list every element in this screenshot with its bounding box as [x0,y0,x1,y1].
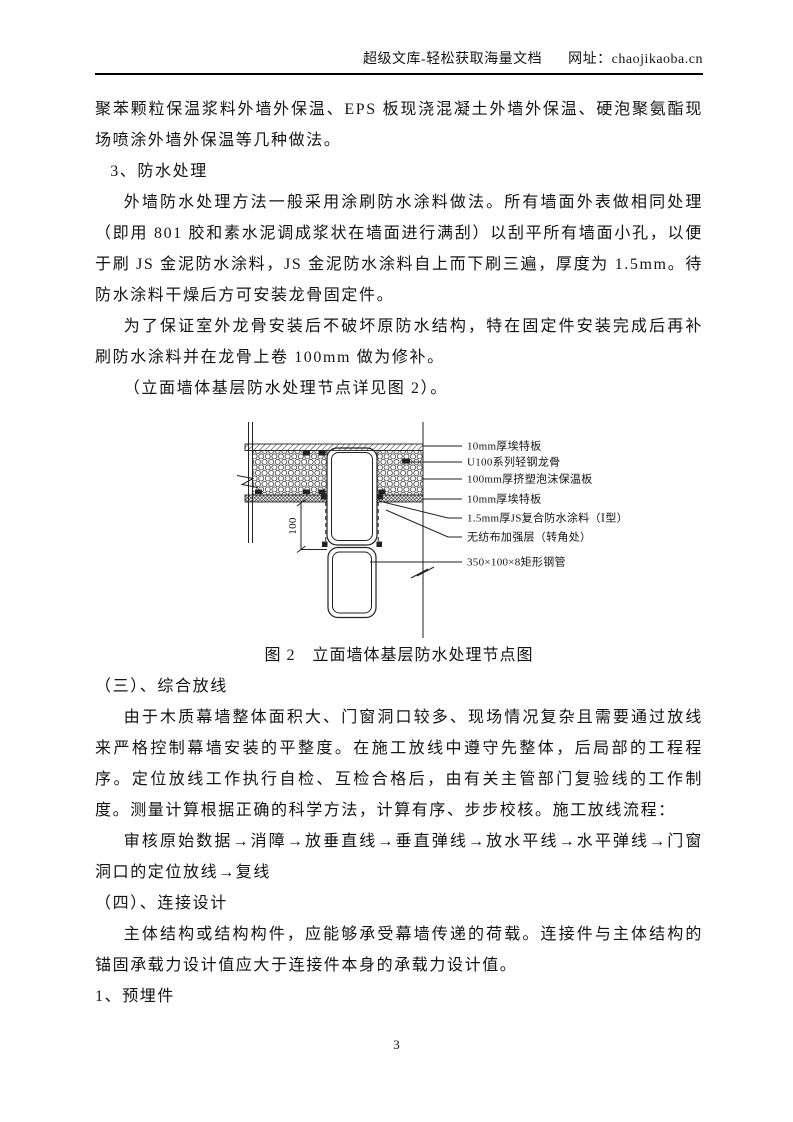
keel-clips [255,451,410,494]
header-url: 网址：chaojikaoba.cn [568,52,703,67]
document-body: 聚苯颗粒保温浆料外墙外保温、EPS 板现浇混凝土外墙外保温、硬泡聚氨酯现场喷涂外… [95,94,703,1012]
label-etex-board-top: 10mm厚埃特板 [467,439,542,453]
wall-boundary-lines [236,422,435,638]
figure-2-diagram: 100 10mm厚埃特板 U100系列轻钢龙骨 100mm厚挤塑泡沫保温板 [236,422,628,638]
paragraph-figure-reference: （立面墙体基层防水处理节点详见图 2）。 [123,380,448,397]
label-etex-board-bottom: 10mm厚埃特板 [467,492,542,506]
label-u100-keel: U100系列轻钢龙骨 [467,455,560,469]
page-footer: 3 [0,1037,793,1053]
dimension-100: 100 [287,499,327,553]
label-nonwoven-layer: 无纺布加强层（转角处） [467,530,591,544]
break-symbol-right [410,566,435,579]
page-header: 超级文库-轻松获取海量文档 网址：chaojikaoba.cn [95,0,703,75]
steel-tube-section [326,447,378,619]
dimension-label: 100 [287,517,299,535]
heading-setting-out: （三）、综合放线 [95,678,228,695]
heading-waterproof: 3、防水处理 [110,163,208,180]
label-js-coating: 1.5mm厚JS复合防水涂料（Ⅰ型） [467,511,628,525]
break-symbol-left [236,475,259,488]
waterproof-coating [321,494,383,547]
paragraph-waterproof-repair: 为了保证室外龙骨安装后不破坏原防水结构，特在固定件安装完成后再补刷防水涂料并在龙… [95,318,703,366]
wall-layers [244,443,424,503]
leader-lines [370,445,462,563]
paragraph-waterproof-method: 外墙防水处理方法一般采用涂刷防水涂料做法。所有墙面外表做相同处理（即用 801 … [95,194,703,304]
figure-labels: 10mm厚埃特板 U100系列轻钢龙骨 100mm厚挤塑泡沫保温板 10mm厚埃… [467,439,628,569]
paragraph-connection-design: 主体结构或结构构件，应能够承受幕墙传递的荷载。连接件与主体结构的锚固承载力设计值… [95,926,703,974]
paragraph-setting-out-flow: 审核原始数据→消障→放垂直线→垂直弹线→放水平线→水平弹线→门窗洞口的定位放线→… [95,833,703,881]
heading-connection-design: （四）、连接设计 [95,895,228,912]
header-site-name: 超级文库-轻松获取海量文档 [362,52,543,67]
page-number: 3 [393,1037,400,1052]
figure-2-caption: 图 2 立面墙体基层防水处理节点图 [264,647,534,664]
heading-embedded-parts: 1、预埋件 [95,988,176,1005]
figure-2: 100 10mm厚埃特板 U100系列轻钢龙骨 100mm厚挤塑泡沫保温板 [95,404,703,640]
paragraph-insulation-continued: 聚苯颗粒保温浆料外墙外保温、EPS 板现浇混凝土外墙外保温、硬泡聚氨酯现场喷涂外… [95,101,703,149]
paragraph-setting-out: 由于木质幕墙整体面积大、门窗洞口较多、现场情况复杂且需要通过放线来严格控制幕墙安… [95,709,703,819]
label-steel-tube: 350×100×8矩形钢管 [467,555,566,569]
label-foam-board: 100mm厚挤塑泡沫保温板 [467,472,593,486]
